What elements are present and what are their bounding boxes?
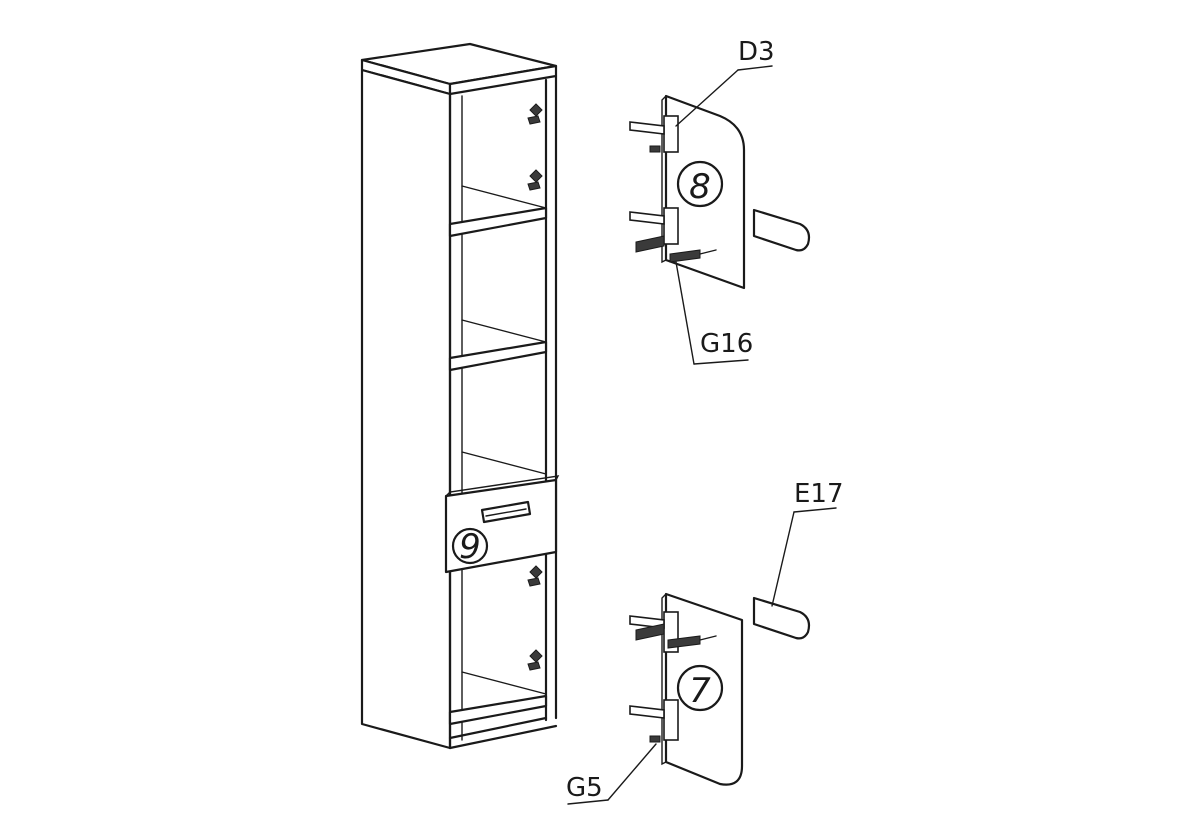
callout-g5: G5 <box>566 743 657 805</box>
shelf-1 <box>448 185 548 238</box>
callout-label-g5: G5 <box>566 773 603 803</box>
lower-door: 7 <box>629 592 744 786</box>
upper-door: 8 <box>629 94 746 290</box>
handle-piece-e17 <box>752 596 811 640</box>
drawer: 9 <box>444 475 560 574</box>
callout-g16: G16 <box>675 261 753 365</box>
part-number-upper-door: 8 <box>689 167 711 207</box>
shelf-3 <box>461 451 547 475</box>
part-number-lower-door: 7 <box>689 671 711 711</box>
hinge-mount-icon <box>527 103 543 671</box>
drawer-handle-icon <box>480 500 532 524</box>
cabinet: 9 <box>360 42 560 750</box>
part-number-circle-7 <box>676 664 724 712</box>
shelf-4 <box>448 671 548 726</box>
part-number-circle-9 <box>451 527 489 565</box>
screw-icon <box>635 623 717 743</box>
callout-label-g16: G16 <box>700 329 753 359</box>
handle-piece-upper <box>752 208 811 252</box>
screw-icon <box>635 235 717 263</box>
hinge-icon <box>629 115 679 245</box>
callout-e17: E17 <box>771 479 844 607</box>
callout-d3: D3 <box>675 37 775 127</box>
callout-label-d3: D3 <box>738 37 775 67</box>
shelf-2 <box>448 319 548 372</box>
part-number-drawer: 9 <box>459 527 481 567</box>
part-number-circle-8 <box>676 160 724 208</box>
callout-label-e17: E17 <box>794 479 844 509</box>
